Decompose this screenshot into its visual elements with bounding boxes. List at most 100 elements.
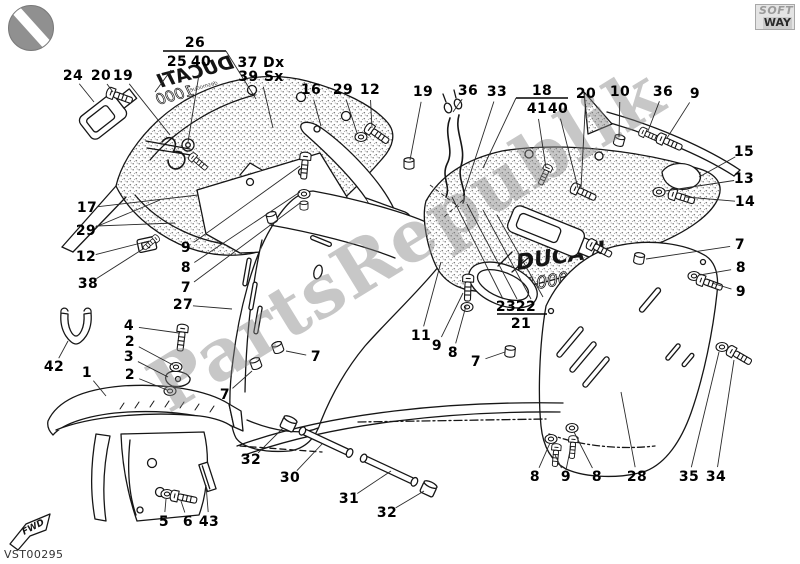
callout-41: 41	[526, 101, 548, 117]
callout-8: 8	[447, 345, 459, 361]
callout-21: 21	[510, 316, 532, 332]
callout-40: 40	[190, 54, 212, 70]
callout-7: 7	[219, 387, 231, 403]
leader-line	[138, 326, 180, 334]
callout-6: 6	[182, 514, 194, 530]
callout-15: 15	[733, 144, 755, 160]
callout-7: 7	[180, 280, 192, 296]
leader-line	[262, 86, 274, 129]
callout-4: 4	[123, 318, 135, 334]
leader-line	[647, 101, 660, 132]
leader-line	[451, 196, 504, 300]
leader-line	[313, 99, 322, 127]
callout-7: 7	[470, 354, 482, 370]
callout-3: 3	[123, 349, 135, 365]
callout-20: 20	[90, 68, 112, 84]
turn-signal-assembly-part	[468, 205, 598, 309]
leader-line	[645, 246, 731, 260]
callout-20: 20	[575, 86, 597, 102]
leader-line	[96, 248, 144, 280]
callout-36: 36	[652, 84, 674, 100]
leader-line	[193, 165, 301, 243]
callout-32: 32	[376, 505, 398, 521]
leader-line	[137, 361, 169, 378]
callout-7: 7	[734, 237, 746, 253]
leader-line	[138, 346, 174, 366]
callout-26: 26	[184, 35, 206, 51]
leader-line	[164, 498, 167, 513]
leader-line	[482, 209, 532, 300]
leader-line	[409, 101, 422, 161]
leader-line	[370, 99, 373, 129]
callout-37-dx: 37 Dx	[237, 55, 285, 71]
callout-22: 22	[515, 299, 537, 315]
callout-8: 8	[735, 260, 747, 276]
leader-line	[180, 500, 186, 513]
leader-line	[620, 391, 636, 468]
leader-line	[496, 214, 544, 298]
callout-36: 36	[457, 83, 479, 99]
leader-line	[618, 101, 621, 138]
callout-28: 28	[626, 469, 648, 485]
callout-33: 33	[486, 84, 508, 100]
leader-line	[95, 222, 176, 227]
callout-19: 19	[112, 68, 134, 84]
callout-12: 12	[359, 82, 381, 98]
leader-line	[58, 340, 69, 359]
callout-32: 32	[240, 452, 262, 468]
screw-head-logo	[8, 5, 54, 51]
callout-9: 9	[560, 469, 572, 485]
callout-31: 31	[338, 491, 360, 507]
callout-9: 9	[180, 240, 192, 256]
leader-line	[187, 71, 200, 143]
leader-line	[441, 292, 464, 338]
leader-line	[565, 445, 572, 471]
callout-14: 14	[734, 194, 756, 210]
lower-cowl-edge-lines	[236, 402, 564, 457]
logo-slot	[9, 6, 53, 50]
callout-11: 11	[410, 328, 432, 344]
callout-5: 5	[158, 514, 170, 530]
callout-23: 23	[495, 299, 517, 315]
leader-line	[699, 269, 732, 276]
leader-line	[711, 282, 732, 290]
front-fender-part	[47, 384, 244, 522]
callout-10: 10	[609, 84, 631, 100]
leader-line	[395, 490, 425, 509]
callout-2: 2	[124, 334, 136, 350]
leader-line	[194, 191, 301, 263]
callout-39-sx: 39 Sx	[238, 69, 284, 85]
leader-line	[232, 370, 253, 389]
callout-42: 42	[43, 359, 65, 375]
callout-35: 35	[678, 469, 700, 485]
leader-line	[452, 98, 463, 113]
callout-16: 16	[300, 82, 322, 98]
leader-line	[193, 202, 301, 283]
leader-line	[690, 351, 720, 468]
leader-line	[554, 454, 562, 469]
leader-line	[139, 378, 168, 391]
leader-line	[128, 83, 171, 136]
callout-2: 2	[124, 367, 136, 383]
leader-line	[560, 118, 579, 189]
leader-line	[225, 50, 257, 100]
leader-line	[666, 102, 691, 139]
leader-line	[296, 443, 323, 472]
leader-line	[95, 240, 150, 255]
lower-right-panel-part	[538, 241, 719, 478]
callout-40: 40	[547, 101, 569, 117]
callout-29: 29	[332, 82, 354, 98]
callout-17: 17	[76, 200, 98, 216]
leader-line	[78, 83, 95, 103]
callout-30: 30	[279, 470, 301, 486]
callout-24: 24	[62, 68, 84, 84]
callout-8: 8	[591, 469, 603, 485]
leader-line	[205, 484, 209, 513]
leader-line	[573, 431, 593, 469]
callout-34: 34	[705, 469, 727, 485]
leader-line	[580, 103, 586, 189]
